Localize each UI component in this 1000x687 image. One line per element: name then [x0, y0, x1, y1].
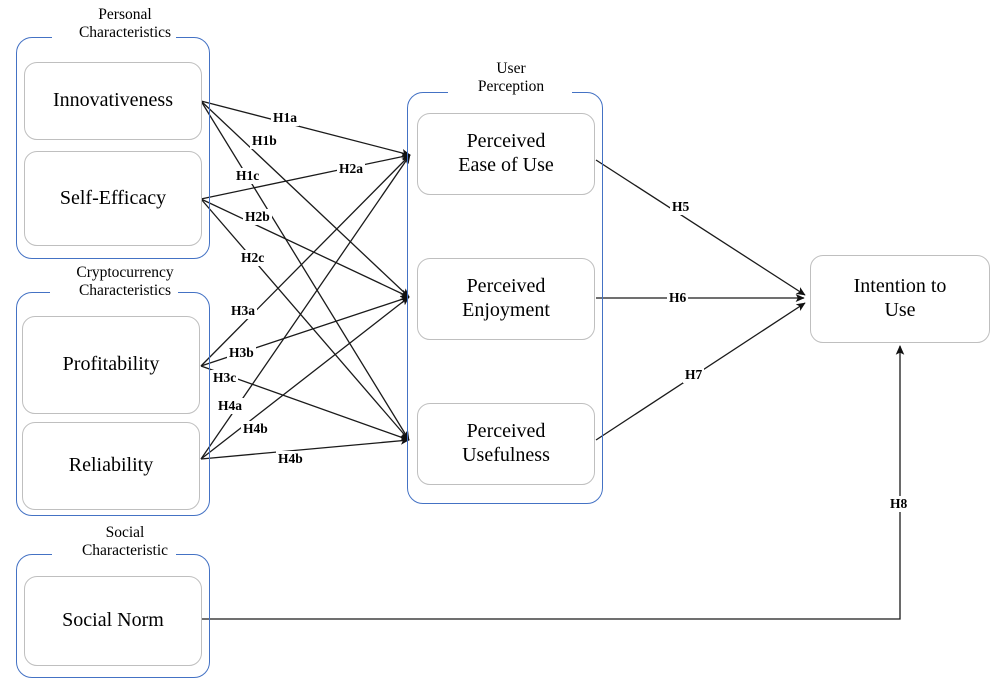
construct-node-self_efficacy[interactable]: Self-Efficacy	[24, 151, 202, 246]
edge-h5	[595, 159, 806, 296]
hypothesis-label-h6: H6	[667, 290, 689, 306]
hypothesis-edge-h8	[202, 345, 905, 620]
group-title-personal: Personal Characteristics	[78, 6, 172, 42]
construct-node-intention_to_use[interactable]: Intention to Use	[810, 255, 990, 343]
construct-node-profitability[interactable]: Profitability	[22, 316, 200, 414]
construct-node-perceived_usefulness[interactable]: Perceived Usefulness	[417, 403, 595, 485]
group-title-cryptocurrency: Cryptocurrency Characteristics	[76, 264, 174, 300]
hypothesis-label-h5: H5	[670, 199, 692, 215]
hypothesis-edges	[200, 100, 806, 460]
edge-h1c	[200, 100, 410, 441]
edge-h4b2	[200, 436, 410, 460]
edge-h2a	[200, 152, 411, 200]
edge-h2b	[200, 198, 410, 298]
construct-node-reliability[interactable]: Reliability	[22, 422, 200, 510]
group-frame-gap-social	[52, 548, 176, 561]
hypothesis-label-h1b: H1b	[250, 133, 279, 149]
hypothesis-label-h2c: H2c	[239, 250, 267, 266]
hypothesis-label-h3a: H3a	[229, 303, 258, 319]
edge-h4b1	[200, 296, 410, 460]
construct-node-innovativeness[interactable]: Innovativeness	[24, 62, 202, 140]
edge-h3a	[200, 154, 411, 367]
hypothesis-label-h4b1: H4b	[241, 421, 270, 437]
hypothesis-label-h3c: H3c	[211, 370, 239, 386]
edge-h1a	[200, 100, 411, 157]
construct-node-perceived_ease_of_use[interactable]: Perceived Ease of Use	[417, 113, 595, 195]
group-frame-gap-perception	[448, 86, 572, 99]
hypothesis-label-h8: H8	[888, 496, 910, 512]
hypothesis-label-h1a: H1a	[271, 110, 300, 126]
construct-node-social_norm[interactable]: Social Norm	[24, 576, 202, 666]
group-title-perception: User Perception	[477, 60, 545, 96]
hypothesis-label-h7: H7	[683, 367, 705, 383]
edge-h2c	[200, 198, 410, 441]
group-frame-gap-cryptocurrency	[50, 286, 178, 299]
group-frame-gap-personal	[52, 31, 176, 44]
edge-h8	[202, 345, 905, 620]
hypothesis-label-h1c: H1c	[234, 168, 262, 184]
hypothesis-label-h3b: H3b	[227, 345, 256, 361]
construct-node-perceived_enjoyment[interactable]: Perceived Enjoyment	[417, 258, 595, 340]
group-title-social: Social Characteristic	[81, 524, 169, 560]
hypothesis-label-h2a: H2a	[337, 161, 366, 177]
hypothesis-label-h2b: H2b	[243, 209, 272, 225]
hypothesis-label-h4a: H4a	[216, 398, 245, 414]
edge-h1b	[200, 100, 410, 298]
hypothesis-label-h4b2: H4b	[276, 451, 305, 467]
